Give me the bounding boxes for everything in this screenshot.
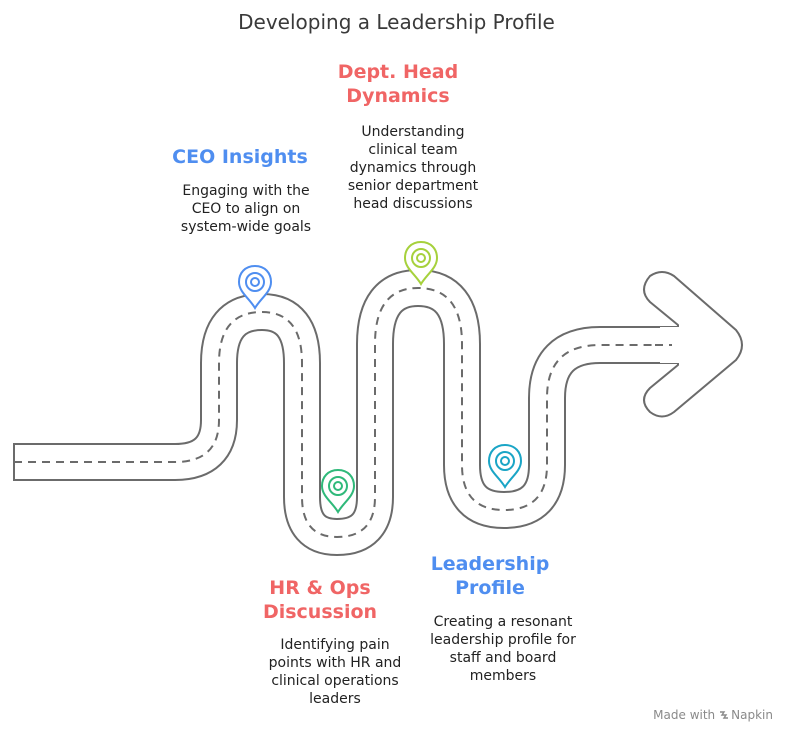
step-leadership-profile-heading: Leadership Profile	[430, 553, 550, 599]
footer-attribution[interactable]: Made with Napkin	[653, 708, 773, 722]
step-leadership-profile-description: Creating a resonant leadership profile f…	[430, 614, 576, 684]
step-ceo-heading: CEO Insights	[172, 146, 308, 168]
footer-brand: Napkin	[731, 708, 773, 722]
napkin-logo-icon	[720, 711, 729, 719]
diagram-title: Developing a Leadership Profile	[238, 10, 555, 34]
pin-ceo-icon	[237, 264, 273, 310]
step-hr-ops-heading: HR & Ops Discussion	[262, 577, 378, 623]
footer-prefix: Made with	[653, 708, 716, 722]
step-dept-head-description: Understanding clinical team dynamics thr…	[347, 124, 479, 212]
step-dept-head-heading: Dept. Head Dynamics	[337, 61, 459, 107]
road-arrow-head	[643, 271, 743, 418]
pin-leadership-profile-icon	[487, 443, 523, 489]
step-ceo-description: Engaging with the CEO to align on system…	[180, 183, 312, 235]
pin-dept-head-icon	[403, 240, 439, 286]
road-center-line	[14, 286, 672, 539]
pin-hr-ops-icon	[320, 468, 356, 514]
step-hr-ops-description: Identifying pain points with HR and clin…	[268, 637, 402, 707]
